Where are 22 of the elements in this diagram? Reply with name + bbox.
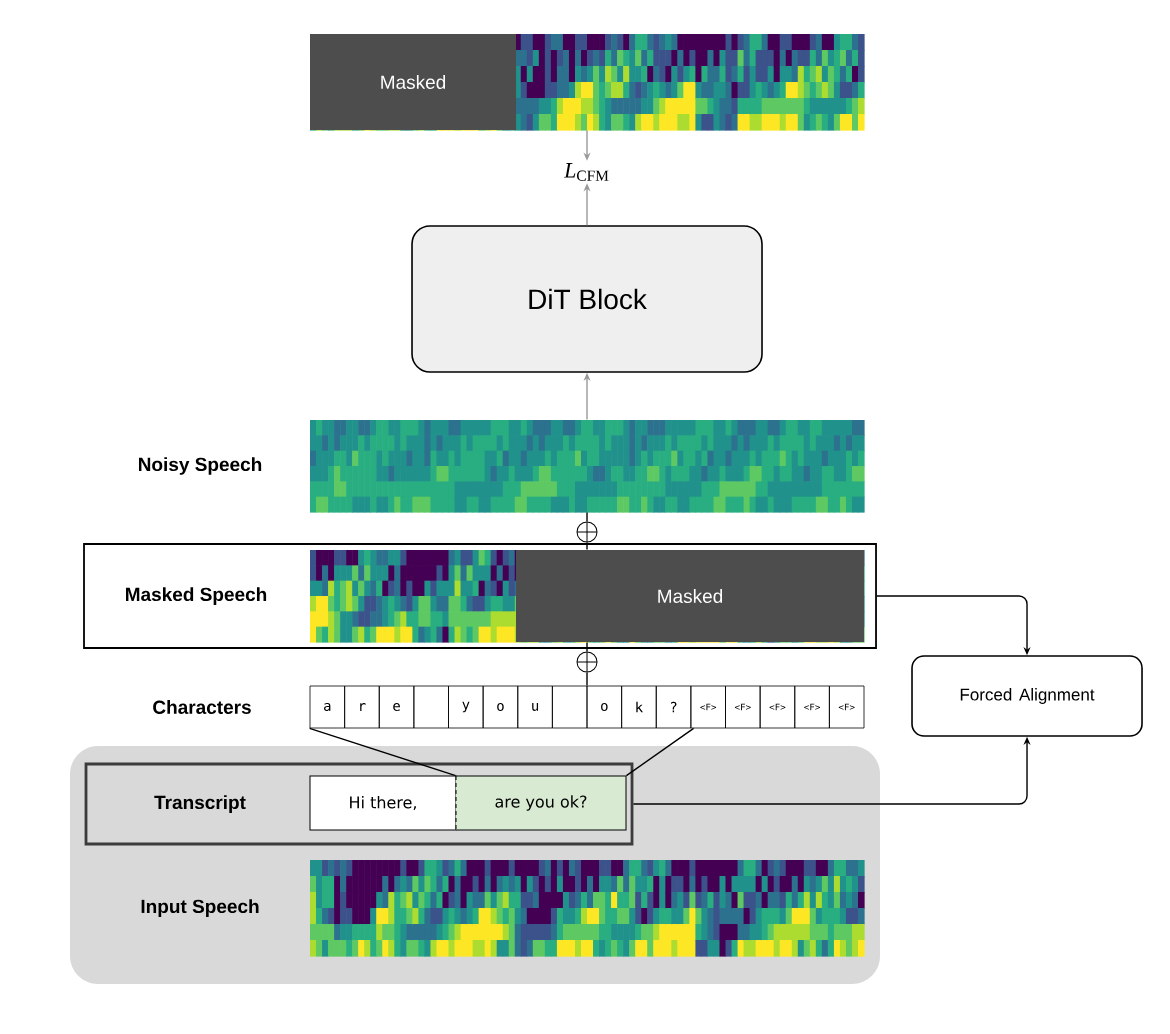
text-cell: Hi there, [309, 775, 457, 831]
row-label: Masked Speech [126, 587, 267, 605]
row-label: Transcript [154, 795, 246, 813]
connector-line [586, 511, 588, 523]
leader-line [625, 727, 695, 777]
process-box: DiT Block [411, 225, 763, 373]
loss-formula: L$_{CFM}$ [563, 163, 609, 181]
row-label: Noisy Speech [139, 457, 262, 475]
group-box [83, 543, 877, 649]
text-cell: are you ok? [455, 775, 627, 831]
connector-line [586, 671, 588, 687]
masked-region: Masked [310, 34, 516, 130]
process-box: Forced Alignment [911, 655, 1143, 737]
group-box [84, 762, 634, 846]
masked-region: Masked [516, 550, 864, 642]
plus-symbol [576, 521, 598, 543]
connector-line [586, 541, 588, 551]
connector-line [586, 641, 588, 653]
plus-symbol [576, 651, 598, 673]
row-label: Input Speech [141, 899, 259, 917]
leader-line [308, 727, 457, 777]
row-label: Characters [153, 700, 251, 714]
